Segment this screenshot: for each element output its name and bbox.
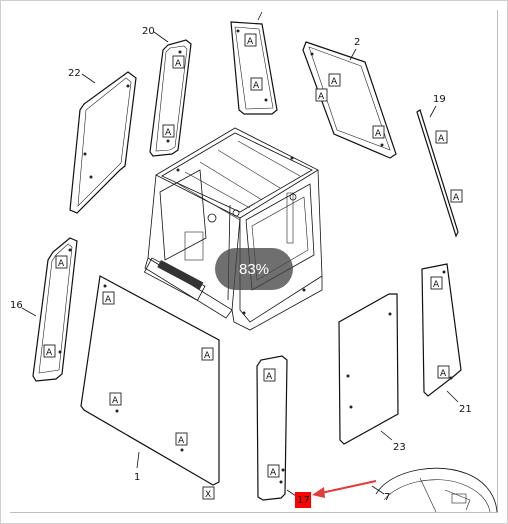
callout-7: 7 bbox=[384, 492, 390, 503]
marker-a: A bbox=[253, 81, 260, 91]
callout-16: 16 bbox=[10, 300, 23, 311]
marker-a: A bbox=[318, 92, 325, 102]
marker-a: A bbox=[247, 37, 254, 47]
callout-21: 21 bbox=[459, 404, 472, 415]
glass-panel-16[interactable]: A A bbox=[32, 237, 78, 382]
marker-a: A bbox=[165, 128, 172, 138]
glass-panel-top[interactable]: A A bbox=[230, 21, 278, 115]
marker-a: A bbox=[453, 193, 460, 203]
glass-panel-20[interactable]: A A bbox=[149, 39, 192, 157]
leader-top bbox=[257, 11, 263, 21]
glass-panel-23[interactable] bbox=[338, 293, 399, 445]
callout-20: 20 bbox=[142, 26, 155, 37]
callout-22: 22 bbox=[68, 68, 81, 79]
marker-a: A bbox=[58, 259, 65, 269]
marker-a: A bbox=[266, 372, 273, 382]
marker-a: A bbox=[438, 134, 445, 144]
glass-panel-2[interactable]: A A A bbox=[302, 41, 397, 159]
marker-a: A bbox=[178, 436, 185, 446]
callout-17: 17 bbox=[297, 495, 310, 506]
marker-a: A bbox=[433, 280, 440, 290]
marker-a: A bbox=[270, 468, 277, 478]
marker-a: A bbox=[112, 396, 119, 406]
glass-panel-22[interactable] bbox=[69, 71, 137, 214]
callout-2: 2 bbox=[354, 37, 360, 48]
glass-panel-21[interactable]: A A bbox=[421, 263, 462, 397]
cab-assembly[interactable] bbox=[143, 127, 323, 331]
glass-panel-19[interactable]: A A bbox=[416, 109, 463, 238]
marker-a: A bbox=[46, 348, 53, 358]
marker-a: A bbox=[175, 59, 182, 69]
marker-x: X bbox=[205, 490, 211, 500]
marker-a: A bbox=[105, 295, 112, 305]
marker-a: A bbox=[331, 77, 338, 87]
glass-panel-1[interactable]: A A A A X bbox=[80, 275, 220, 500]
part-7[interactable] bbox=[375, 467, 498, 513]
pointer-arrow bbox=[312, 480, 377, 498]
image-border bbox=[10, 10, 498, 513]
marker-a: A bbox=[204, 351, 211, 361]
marker-a: A bbox=[375, 129, 382, 139]
callout-19: 19 bbox=[433, 94, 446, 105]
glass-panel-17[interactable]: A A bbox=[256, 355, 288, 501]
zoom-indicator: 83% bbox=[215, 248, 293, 290]
marker-a: A bbox=[440, 369, 447, 379]
highlight-box-17[interactable] bbox=[295, 492, 311, 508]
callout-1: 1 bbox=[134, 472, 140, 483]
callout-23: 23 bbox=[393, 442, 406, 453]
